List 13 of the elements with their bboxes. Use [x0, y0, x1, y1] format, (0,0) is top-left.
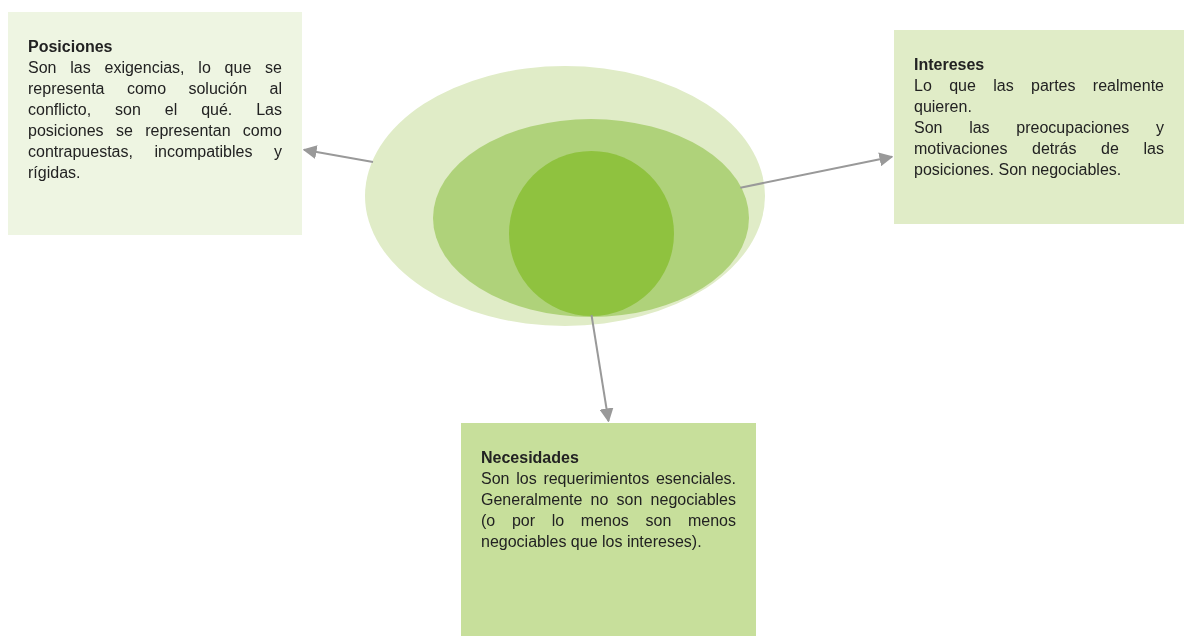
text-box: [461, 423, 756, 636]
arrow: [739, 152, 894, 189]
box-text: Lo que las partes realmente quieren.: [914, 76, 1164, 117]
box-text: Son las preocupaciones y motivaciones detrás de las posiciones. Son negociables.: [914, 118, 1164, 180]
box-heading: Intereses: [914, 55, 986, 75]
text-box: [8, 12, 302, 235]
arrow: [302, 145, 374, 164]
text-box: [894, 30, 1184, 224]
box-heading: Posiciones: [28, 37, 114, 57]
arrow: [590, 314, 614, 423]
box-text: Son los requerimientos esenciales. Generalmente no son negociables (o por lo menos son menos negociables que los intereses).: [481, 469, 736, 552]
box-text: Son las exigencias, lo que se representa como solución al conflicto, son el qué. Las posiciones se representan como contrapuestas, incompatibles y rígidas.: [28, 58, 282, 183]
box-heading: Necesidades: [481, 448, 580, 468]
